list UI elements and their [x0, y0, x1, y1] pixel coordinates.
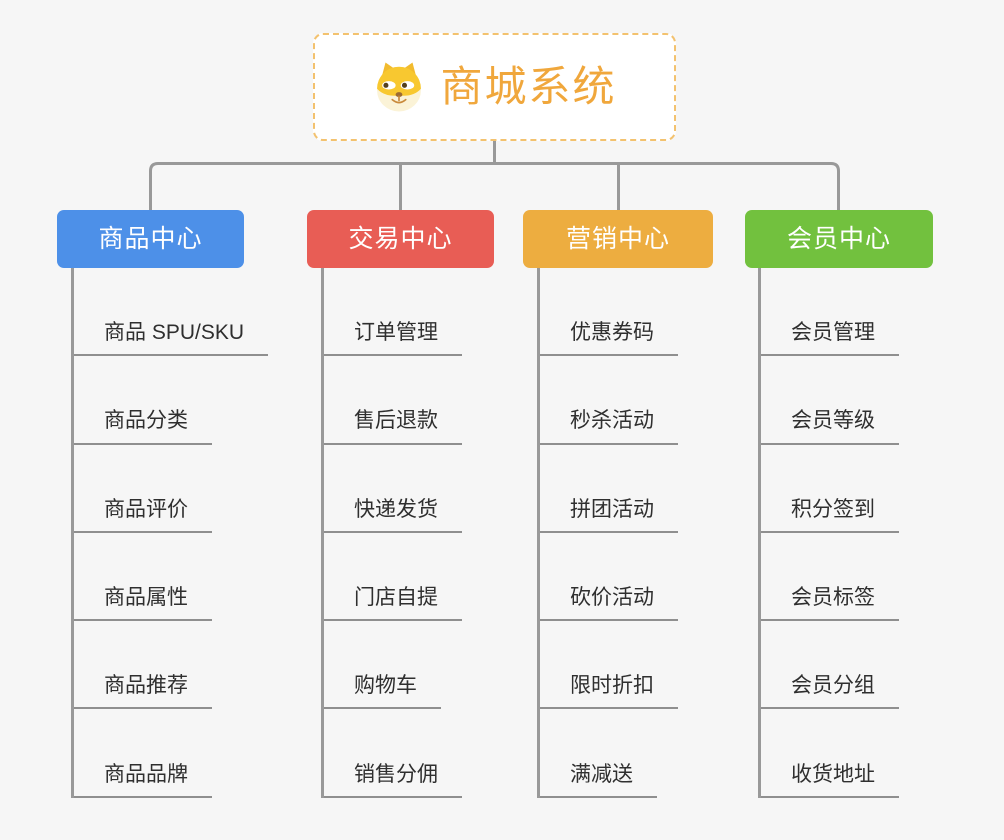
- branch-leaves-marketing-center: 优惠券码 秒杀活动 拼团活动 砍价活动 限时折扣 满减送: [537, 268, 678, 798]
- leaf-node[interactable]: 会员管理: [761, 320, 899, 357]
- root-title: 商城系统: [440, 63, 617, 110]
- leaf-node[interactable]: 快递发货: [324, 497, 462, 533]
- leaf-node[interactable]: 购物车: [324, 673, 441, 710]
- leaf-node[interactable]: 优惠券码: [540, 320, 678, 357]
- leaf-node[interactable]: 收货地址: [761, 762, 899, 798]
- leaf-node[interactable]: 门店自提: [324, 585, 462, 622]
- branch-leaves-member-center: 会员管理 会员等级 积分签到 会员标签 会员分组 收货地址: [758, 268, 899, 798]
- branch-header-trade-center[interactable]: 交易中心: [307, 210, 494, 268]
- leaf-node[interactable]: 商品品牌: [74, 762, 212, 798]
- branch-header-product-center[interactable]: 商品中心: [57, 210, 244, 268]
- leaf-node[interactable]: 商品分类: [74, 408, 212, 445]
- branch-rail-line: [149, 162, 840, 210]
- leaf-node[interactable]: 订单管理: [324, 320, 462, 357]
- leaf-node[interactable]: 销售分佣: [324, 762, 462, 798]
- root-node[interactable]: 商城系统: [313, 33, 676, 141]
- leaf-node[interactable]: 砍价活动: [540, 585, 678, 622]
- leaf-node[interactable]: 会员分组: [761, 673, 899, 710]
- branch-leaves-product-center: 商品 SPU/SKU 商品分类 商品评价 商品属性 商品推荐 商品品牌: [71, 268, 269, 798]
- leaf-node[interactable]: 积分签到: [761, 497, 899, 533]
- leaf-node[interactable]: 商品属性: [74, 585, 212, 622]
- leaf-node[interactable]: 限时折扣: [540, 673, 678, 710]
- branch-header-marketing-center[interactable]: 营销中心: [523, 210, 713, 268]
- leaf-node[interactable]: 商品评价: [74, 497, 212, 533]
- leaf-node[interactable]: 商品 SPU/SKU: [74, 320, 269, 357]
- leaf-node[interactable]: 售后退款: [324, 408, 462, 445]
- leaf-node[interactable]: 会员等级: [761, 408, 899, 445]
- dog-face-icon: [377, 62, 422, 112]
- leaf-node[interactable]: 秒杀活动: [540, 408, 678, 445]
- leaf-node[interactable]: 商品推荐: [74, 673, 212, 710]
- branch-header-member-center[interactable]: 会员中心: [745, 210, 933, 268]
- branch-leaves-trade-center: 订单管理 售后退款 快递发货 门店自提 购物车 销售分佣: [321, 268, 462, 798]
- leaf-node[interactable]: 满减送: [540, 762, 657, 798]
- leaf-node[interactable]: 拼团活动: [540, 497, 678, 533]
- leaf-node[interactable]: 会员标签: [761, 585, 899, 622]
